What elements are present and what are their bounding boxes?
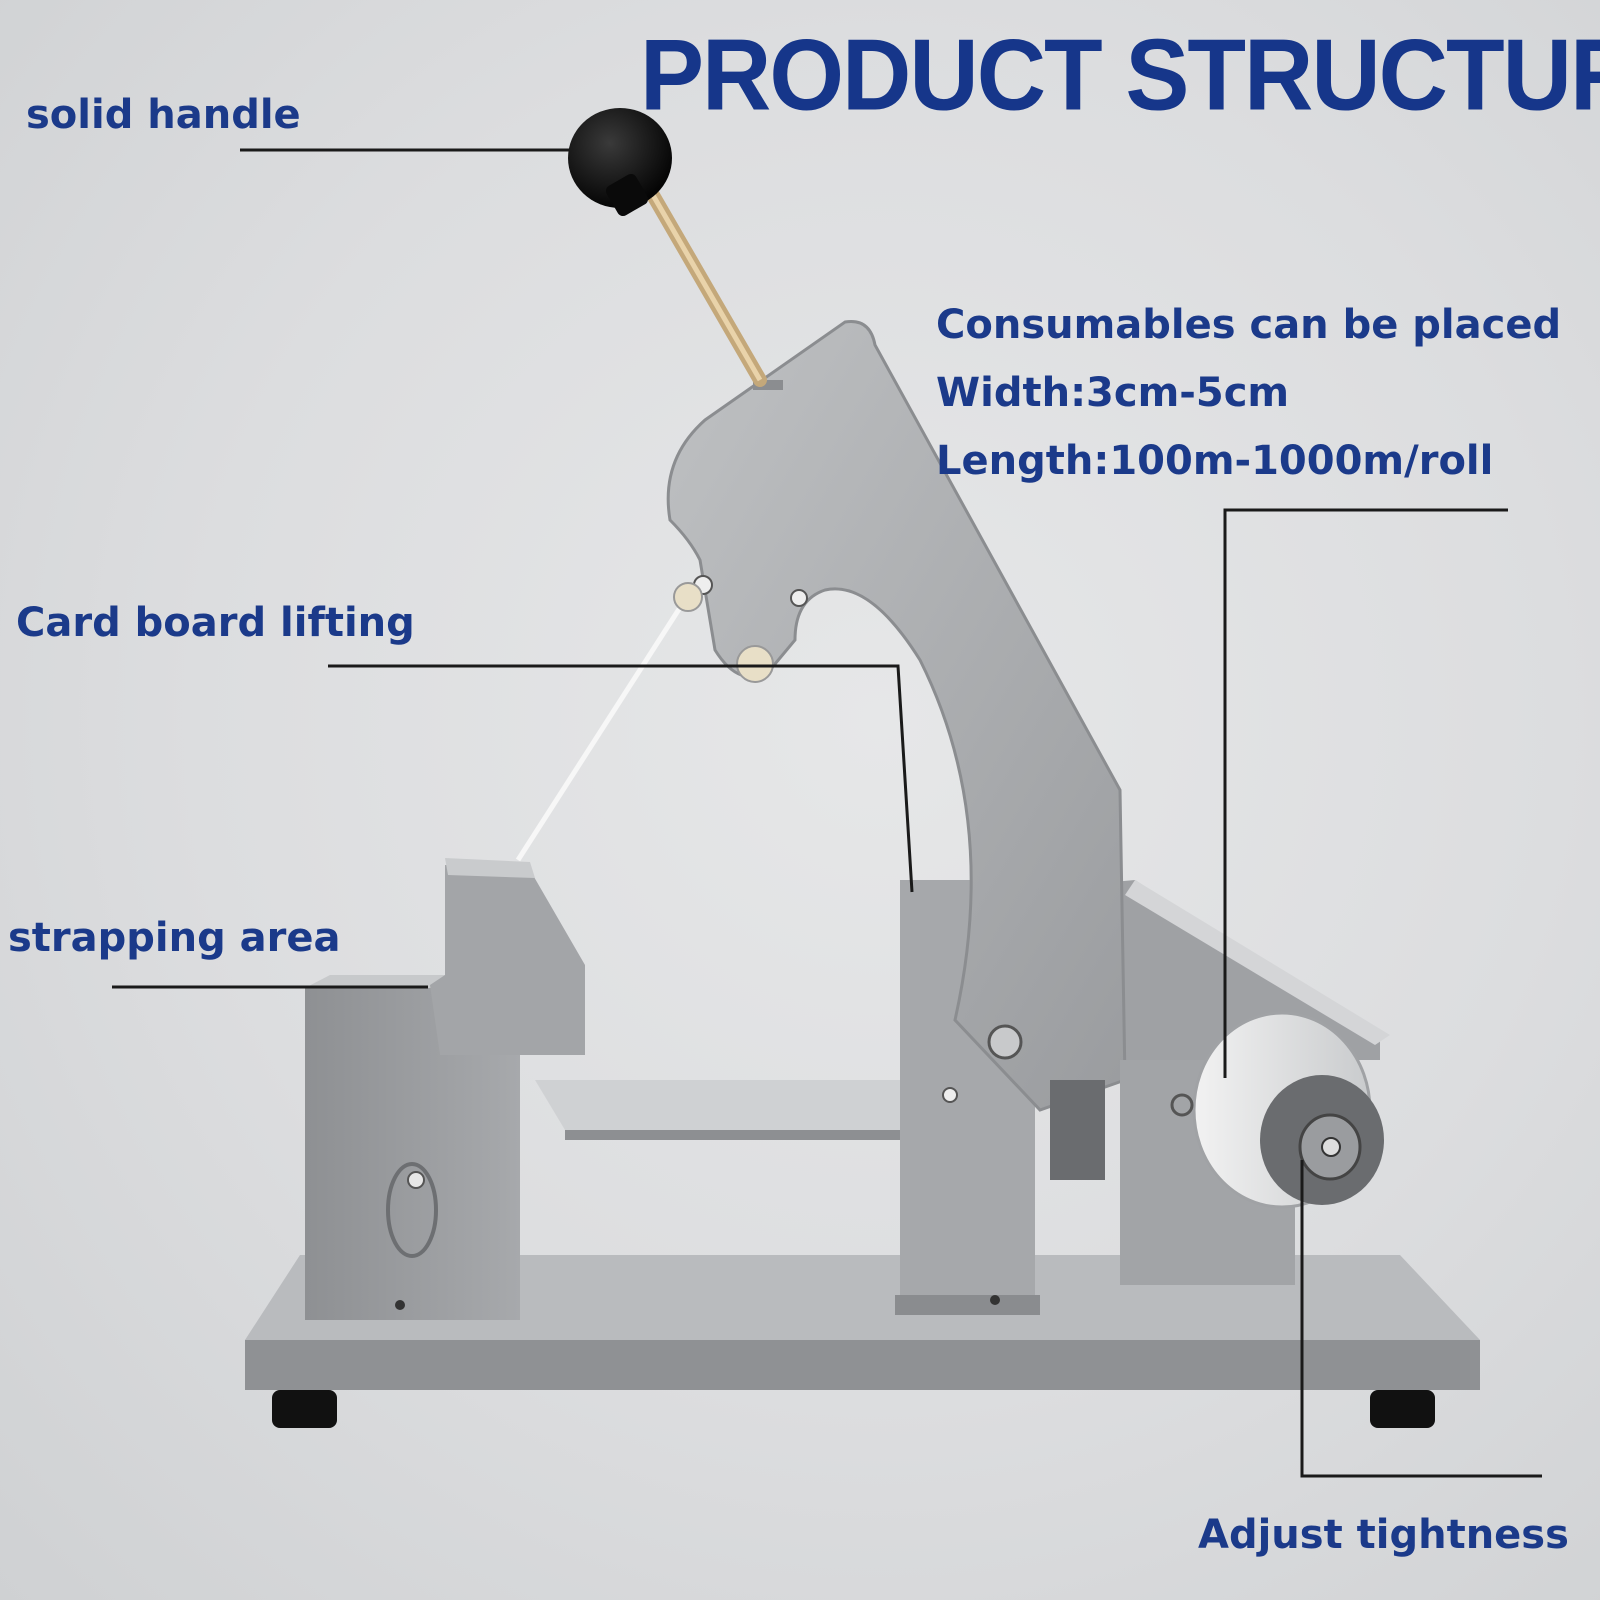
label-card-board-lifting: Card board lifting [16,600,415,646]
tension-roll-assembly [1120,1011,1384,1285]
label-adjust-tightness: Adjust tightness [1198,1512,1569,1558]
callout-line-adjust-tightness [1300,1160,1542,1478]
spec-consumables: Consumables can be placed [936,302,1562,348]
spec-length: Length:100m-1000m/roll [936,438,1494,484]
solid-handle [568,108,767,387]
strap-line [515,590,693,862]
callout-line-card-board [328,664,914,893]
spec-width: Width:3cm-5cm [936,370,1290,416]
callout-lines [112,148,1542,1478]
strapping-head [430,858,585,1055]
lifting-rollers [673,582,774,683]
label-solid-handle: solid handle [26,92,301,138]
callout-line-consumables [1223,508,1508,1078]
card-board-tray [535,1080,920,1140]
gear-rack [1050,1080,1105,1180]
label-strapping-area: strapping area [8,915,341,961]
page-title: PRODUCT STRUCTURE [640,19,1600,132]
